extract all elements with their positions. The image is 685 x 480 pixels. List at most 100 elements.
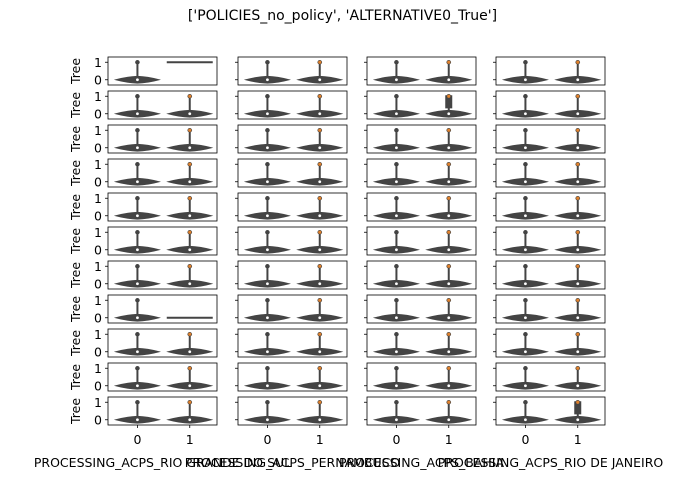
violin-top-bulb — [523, 162, 528, 167]
ytick-label: 1 — [94, 259, 102, 274]
panel-r2-c2 — [366, 124, 477, 154]
median-point — [136, 146, 139, 150]
panel-r5-c2 — [366, 226, 477, 256]
panel-r6-c3 — [495, 260, 606, 290]
panel-r10-c2 — [366, 396, 477, 426]
violin-top-bulb — [265, 366, 270, 371]
median-point — [524, 282, 527, 286]
panel-r4-c2 — [366, 192, 477, 222]
median-point — [318, 350, 322, 354]
ytick-label: 1 — [94, 225, 102, 240]
violin-top-bulb — [394, 162, 399, 167]
median-point — [188, 418, 192, 422]
median-point — [266, 316, 269, 320]
violin-top-bulb — [135, 162, 140, 167]
column-xlabel-1: PROCESSING_ACPS_PERNAMBUCO — [185, 455, 401, 470]
panel-r8-c3 — [495, 328, 606, 358]
violin-top-bulb — [523, 264, 528, 269]
outlier-point — [576, 264, 580, 268]
panel-r7-c3 — [495, 294, 606, 324]
median-point — [318, 112, 322, 116]
row-ylabel: Tree — [68, 92, 83, 119]
figure-title: ['POLICIES_no_policy', 'ALTERNATIVE0_Tru… — [187, 8, 498, 24]
panel-r7-c0 — [107, 294, 218, 324]
violin-top-bulb — [523, 196, 528, 201]
median-point — [447, 248, 451, 252]
median-point — [524, 418, 527, 422]
violin-top-bulb — [135, 128, 140, 133]
median-point — [524, 316, 527, 320]
median-point — [188, 214, 192, 218]
ytick-label: 1 — [94, 293, 102, 308]
ytick-label: 1 — [94, 157, 102, 172]
column-xlabel-0: PROCESSING_ACPS_RIO GRANDE DO SUL — [34, 455, 291, 470]
median-point — [136, 316, 139, 320]
row-ylabel: Tree — [68, 330, 83, 357]
median-point — [136, 384, 139, 388]
median-point — [447, 418, 451, 422]
outlier-point — [447, 196, 451, 200]
median-point — [136, 350, 139, 354]
ytick-label: 0 — [94, 106, 102, 121]
xtick-label: 1 — [574, 432, 582, 447]
ytick-label: 0 — [94, 174, 102, 189]
median-point — [318, 78, 322, 82]
violin-top-bulb — [523, 298, 528, 303]
xtick-label: 0 — [133, 432, 141, 447]
median-point — [136, 248, 139, 252]
violin-top-bulb — [523, 128, 528, 133]
median-point — [395, 214, 398, 218]
outlier-point — [447, 230, 451, 234]
outlier-point — [188, 230, 192, 234]
violin-top-bulb — [135, 230, 140, 235]
panel-r1-c0 — [107, 90, 218, 120]
xtick-label: 1 — [316, 432, 324, 447]
violin-top-bulb — [394, 94, 399, 99]
median-point — [524, 350, 527, 354]
outlier-point — [447, 366, 451, 370]
median-point — [395, 350, 398, 354]
row-ylabel: Tree — [68, 126, 83, 153]
xtick-label: 0 — [263, 432, 271, 447]
median-point — [318, 316, 322, 320]
median-point — [188, 282, 192, 286]
median-point — [266, 418, 269, 422]
median-point — [576, 214, 580, 218]
violin-top-bulb — [394, 128, 399, 133]
median-point — [188, 350, 192, 354]
median-point — [447, 384, 451, 388]
panel-r5-c1 — [237, 226, 348, 256]
panel-r8-c1 — [237, 328, 348, 358]
ytick-label: 0 — [94, 140, 102, 155]
outlier-point — [318, 230, 322, 234]
xtick-label: 0 — [392, 432, 400, 447]
panel-r5-c0 — [107, 226, 218, 256]
violin-top-bulb — [265, 128, 270, 133]
violin-top-bulb — [135, 196, 140, 201]
outlier-point — [447, 162, 451, 166]
ytick-label: 0 — [94, 378, 102, 393]
median-point — [136, 180, 139, 184]
violin-top-bulb — [265, 60, 270, 65]
median-point — [524, 78, 527, 82]
ytick-label: 1 — [94, 123, 102, 138]
panel-r4-c3 — [495, 192, 606, 222]
violin-top-bulb — [394, 230, 399, 235]
median-point — [395, 316, 398, 320]
ytick-label: 0 — [94, 208, 102, 223]
median-point — [136, 282, 139, 286]
median-point — [576, 418, 580, 422]
violin-top-bulb — [265, 264, 270, 269]
row-ylabel: Tree — [68, 194, 83, 221]
violin-top-bulb — [394, 366, 399, 371]
outlier-point — [576, 230, 580, 234]
row-ylabel: Tree — [68, 160, 83, 187]
ytick-label: 0 — [94, 72, 102, 87]
outlier-point — [447, 400, 451, 404]
outlier-point — [447, 60, 451, 64]
outlier-point — [447, 332, 451, 336]
median-point — [266, 384, 269, 388]
median-point — [318, 180, 322, 184]
violin-top-bulb — [265, 400, 270, 405]
violin-top-bulb — [265, 196, 270, 201]
